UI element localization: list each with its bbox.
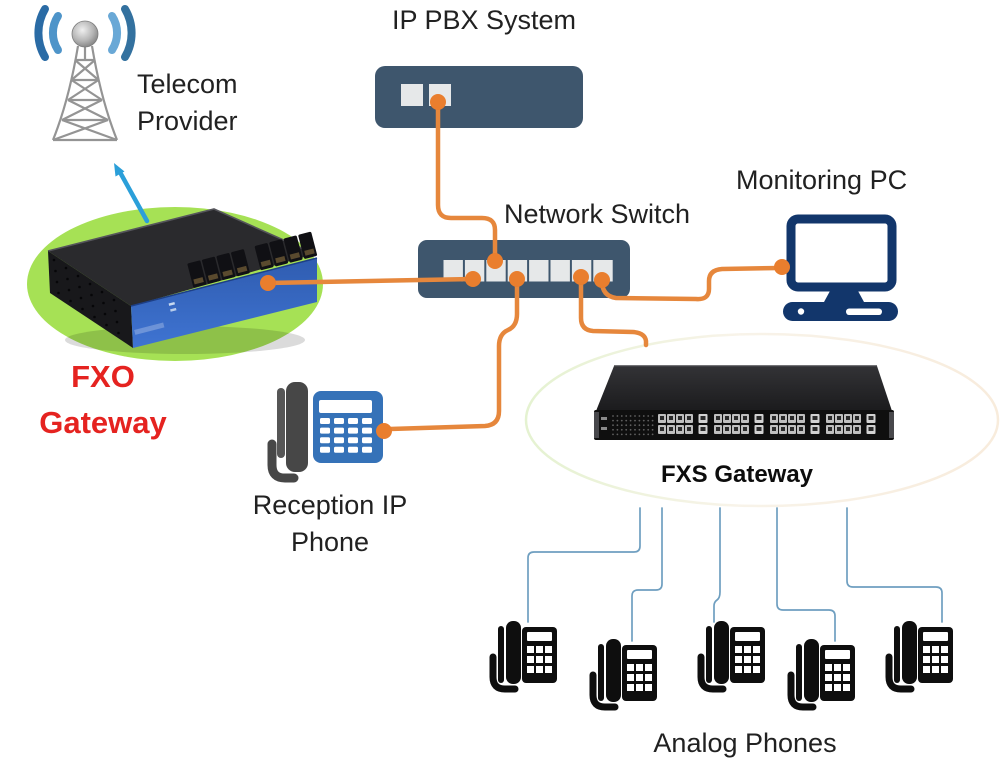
connector-dot	[260, 275, 276, 291]
connector-dot	[774, 259, 790, 275]
telecom-tower-icon	[34, 5, 136, 142]
cables	[260, 94, 790, 439]
fxo-gateway-label: FXO Gateway	[0, 354, 206, 446]
fxs-vent-grid	[612, 415, 654, 436]
reception-ip-phone-label-line2: Phone	[290, 527, 370, 557]
cable-switch-to-reception-phone	[387, 278, 520, 432]
uplink-arrow-icon	[114, 163, 150, 224]
analog-phones-label: Analog Phones	[653, 728, 837, 758]
network-switch-label: Network Switch	[504, 199, 691, 229]
connector-dot	[573, 269, 589, 285]
fxo-gateway-label-line2: Gateway	[39, 405, 167, 440]
fxo-gateway-label-line1: FXO	[71, 359, 135, 394]
signal-waves-icon	[34, 5, 136, 61]
phone-line-5	[846, 507, 943, 623]
analog-phone-icon	[493, 621, 557, 689]
pbx-port	[401, 84, 423, 106]
connector-dot	[509, 271, 525, 287]
fxs-gateway-device	[594, 365, 894, 440]
reception-phone-keypad	[320, 418, 372, 453]
ip-pbx-label: IP PBX System	[391, 5, 577, 35]
monitoring-pc-icon	[783, 214, 898, 321]
analog-phone-icon	[791, 639, 855, 707]
phone-line-1	[527, 507, 641, 623]
connector-dot	[430, 94, 446, 110]
cable-pbx-to-switch	[435, 101, 498, 261]
telecom-provider-label-line2: Provider	[137, 106, 238, 136]
connector-dot	[487, 253, 503, 269]
connector-dot	[376, 423, 392, 439]
cable-switch-to-monitoring-pc	[599, 265, 782, 302]
analog-phones	[493, 621, 953, 707]
telecom-provider-label: Telecom Provider	[137, 66, 238, 140]
cable-fxo-to-switch	[265, 276, 476, 286]
ip-pbx-device	[375, 66, 583, 128]
fxo-vent-grid	[52, 258, 120, 335]
reception-ip-phone-label-line1: Reception IP	[252, 490, 408, 520]
monitoring-pc-label: Monitoring PC	[736, 165, 908, 195]
reception-ip-phone-icon	[267, 382, 383, 483]
cable-switch-to-fxs-gateway	[578, 276, 649, 348]
phone-line-3	[713, 507, 721, 623]
fxs-port-row	[658, 414, 876, 434]
analog-phone-icon	[889, 621, 953, 689]
faint-background-ellipse	[524, 332, 1000, 508]
fxo-port-row	[187, 231, 318, 288]
analog-phone-lines	[527, 507, 943, 642]
telecom-provider-label-line1: Telecom	[137, 69, 238, 99]
phone-line-4	[776, 507, 836, 642]
analog-phone-icon	[593, 639, 657, 707]
analog-phone-icon	[701, 621, 765, 689]
fxs-gateway-label: FXS Gateway	[660, 461, 814, 488]
reception-ip-phone-label: Reception IP Phone	[210, 487, 450, 561]
phone-line-2	[631, 507, 663, 642]
connector-dot	[594, 272, 610, 288]
connector-dot	[465, 271, 481, 287]
network-switch-device	[418, 240, 630, 298]
